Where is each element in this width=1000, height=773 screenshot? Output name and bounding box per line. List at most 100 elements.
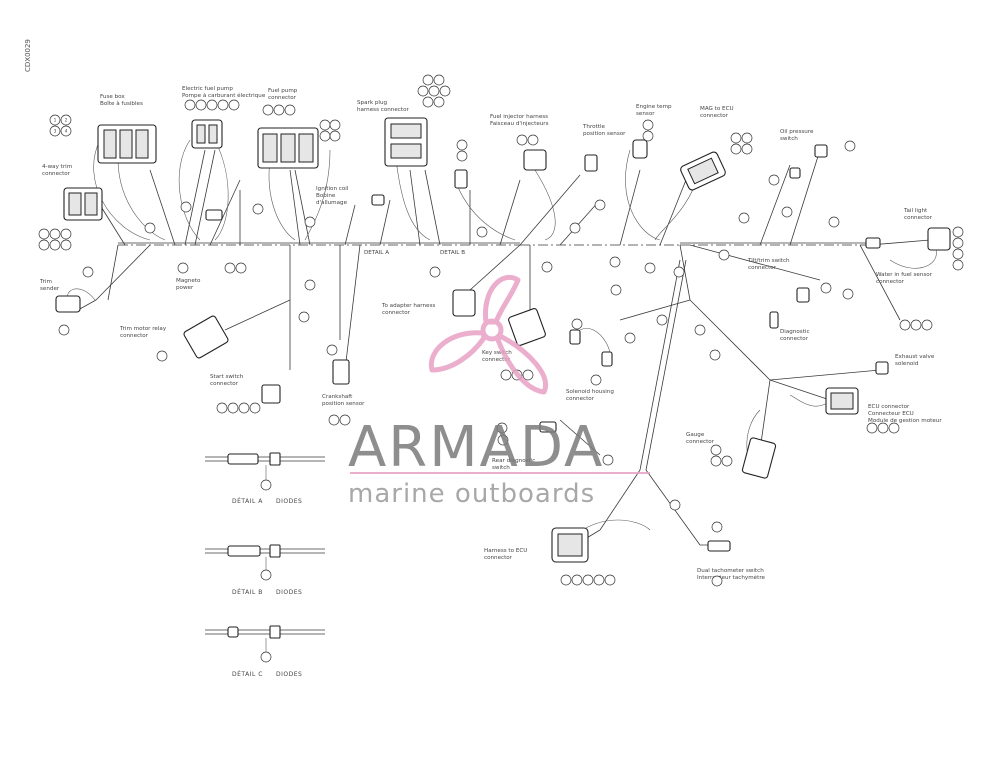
brand-name: ARMADA [348, 415, 604, 480]
connector-fuel-injector: Fuel injector harness Faisceau d'injecte… [454, 114, 549, 189]
detail-a-title: DÉTAIL A [232, 497, 263, 505]
svg-text:connector: connector [876, 279, 905, 285]
diagnostic-right-label: Diagnostic [780, 329, 810, 335]
brand-tagline: marine outboards [348, 479, 595, 509]
svg-text:sender: sender [40, 286, 60, 292]
gauge-label: Gauge [686, 432, 705, 438]
svg-text:harness connector: harness connector [357, 107, 409, 113]
connector-ecu-right: ECU connector Connecteur ECU Module de g… [825, 361, 942, 424]
detail-b: DÉTAIL B DIODES [205, 544, 325, 596]
connector-water-in-fuel: Water in fuel sensor connector [876, 272, 933, 285]
svg-text:solenoid: solenoid [895, 361, 919, 367]
crankshaft-label: Crankshaft [322, 394, 353, 400]
fuse-box-label: Fuse box [100, 94, 125, 100]
connector-magneto-power: Magneto power [176, 209, 223, 291]
svg-text:3: 3 [54, 129, 57, 134]
trunk-detail-b-label: DETAIL B [440, 250, 465, 256]
throttle-sensor-label: Throttle [582, 124, 606, 130]
oil-pressure-label: Oil pressure [780, 129, 814, 135]
svg-text:sensor: sensor [636, 111, 655, 117]
armada-watermark: ARMADA marine outboards [348, 275, 650, 509]
svg-text:switch: switch [780, 136, 798, 142]
key-switch-label: Key switch [482, 350, 512, 356]
svg-text:connector: connector [780, 336, 809, 342]
svg-text:Pompe à carburant électrique: Pompe à carburant électrique [182, 92, 266, 99]
connector-throttle-sensor: Throttle position sensor [582, 124, 626, 172]
connector-trim-motor: Trim motor relay connector [119, 315, 229, 359]
engine-temp-label: Engine temp [636, 104, 672, 110]
svg-text:connector: connector [748, 265, 777, 271]
drawing-code: CDX0029 [24, 39, 32, 72]
connector-fuse-box: Fuse box Boîte à fusibles [97, 94, 157, 164]
start-switch-label: Start switch [210, 374, 244, 380]
svg-text:2: 2 [65, 118, 68, 123]
solenoid-housing-label: Solenoid housing [566, 389, 614, 395]
svg-text:Module de gestion moteur: Module de gestion moteur [868, 418, 942, 424]
tilt-trim-switch-label: Tilt/trim switch [747, 258, 790, 264]
detail-b-title: DÉTAIL B [232, 588, 263, 596]
connector-mag-to-ecu: MAG to ECU connector [680, 106, 734, 191]
svg-text:connector: connector [120, 333, 149, 339]
connector-ignition-coil: Ignition coil Bobine d'allumage [316, 186, 385, 206]
propeller-logo [428, 275, 548, 395]
connector-oil-pressure: Oil pressure switch [780, 129, 828, 179]
svg-text:position sensor: position sensor [583, 131, 626, 137]
connector-trim-sender: Trim sender [39, 279, 81, 313]
connector-to-adapter: To adapter harness connector [381, 289, 476, 317]
svg-text:Interrupteur tachymètre: Interrupteur tachymètre [697, 574, 765, 581]
svg-text:1: 1 [54, 118, 57, 123]
connector-gauge: Gauge connector [686, 432, 777, 479]
connector-diagnostic-right: Diagnostic connector [769, 311, 810, 342]
connector-start-switch: Start switch connector [210, 374, 281, 404]
tail-light-label: Tail light [903, 208, 928, 214]
exhaust-valve-label: Exhaust valve [895, 354, 935, 360]
svg-text:Faisceau d'injecteurs: Faisceau d'injecteurs [490, 121, 549, 127]
svg-text:connector: connector [268, 95, 297, 101]
dual-tachometer-label: Dual tachometer switch [697, 568, 764, 574]
trunk-detail-a-label: DETAIL A [364, 250, 389, 256]
ecu-connector-label: ECU connector [868, 404, 910, 410]
svg-text:switch: switch [492, 465, 510, 471]
brand-underline [350, 472, 650, 474]
svg-text:connector: connector [484, 555, 513, 561]
svg-text:position sensor: position sensor [322, 401, 365, 407]
water-in-fuel-label: Water in fuel sensor [876, 272, 933, 278]
svg-text:connector: connector [566, 396, 595, 402]
svg-text:connector: connector [382, 310, 411, 316]
svg-text:Bobine: Bobine [316, 193, 336, 199]
mag-to-ecu-label: MAG to ECU [700, 106, 734, 112]
main-harness-trunk [77, 149, 931, 546]
ignition-coil-label: Ignition coil [316, 186, 349, 192]
svg-text:Connecteur ECU: Connecteur ECU [868, 411, 914, 417]
to-adapter-label: To adapter harness [381, 303, 435, 309]
part-bubbles: 1 2 3 4 [38, 74, 964, 587]
fuel-injector-harness-label: Fuel injector harness [490, 114, 548, 120]
detail-c-subtitle: DIODES [276, 671, 302, 678]
detail-a-subtitle: DIODES [276, 498, 302, 505]
svg-text:power: power [176, 285, 194, 291]
svg-text:connector: connector [42, 171, 71, 177]
connector-crankshaft: Crankshaft position sensor [322, 359, 365, 407]
magneto-power-label: Magneto [176, 278, 201, 284]
detail-c-title: DÉTAIL C [232, 670, 263, 678]
svg-text:connector: connector [686, 439, 715, 445]
connector-key-switch: Key switch connector [482, 308, 546, 363]
connector-tilt-trim-switch: Tilt/trim switch connector [747, 258, 810, 303]
detail-a: DÉTAIL A DIODES [205, 452, 325, 505]
svg-text:connector: connector [904, 215, 933, 221]
connector-4way-trim: 4-way trim connector [42, 164, 103, 221]
svg-text:d'allumage: d'allumage [316, 200, 348, 206]
fuel-pump-connector-label: Fuel pump [268, 88, 298, 94]
svg-text:connector: connector [482, 357, 511, 363]
connector-fuel-pump: Electric fuel pump Pompe à carburant éle… [182, 86, 266, 149]
svg-text:connector: connector [210, 381, 239, 387]
connector-ecu-top: Spark plug harness connector [357, 100, 428, 167]
svg-text:Boîte à fusibles: Boîte à fusibles [100, 100, 143, 107]
connector-harness-to-ecu: Harness to ECU connector [484, 527, 589, 563]
rear-diag-label: Rear diagnostic [492, 458, 535, 464]
4way-trim-label: 4-way trim [42, 164, 72, 170]
trim-motor-label: Trim motor relay [119, 326, 167, 332]
connector-rear-diag: Rear diagnostic switch [492, 421, 557, 471]
harness-to-ecu-label: Harness to ECU [484, 548, 527, 554]
